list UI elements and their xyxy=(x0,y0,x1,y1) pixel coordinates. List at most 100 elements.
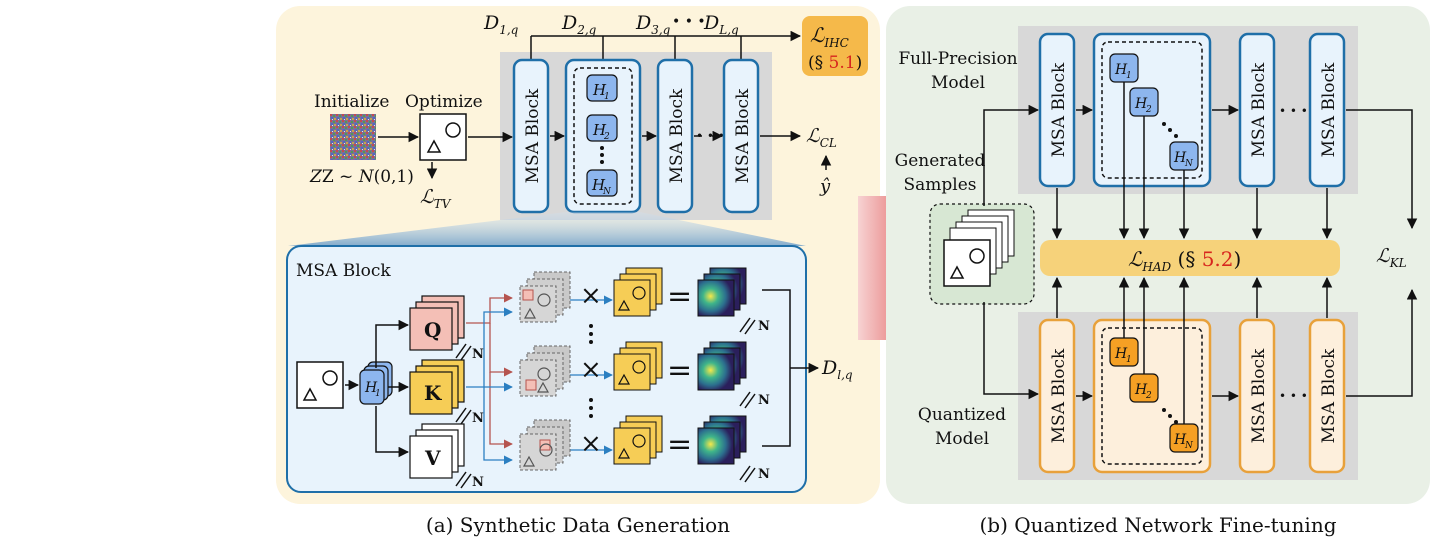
svg-text:N: N xyxy=(602,187,612,197)
q-msa-block-3: MSA Block xyxy=(1238,318,1276,474)
attention-output-1 xyxy=(697,267,747,317)
value-stack-1 xyxy=(613,267,663,317)
svg-text:MSA Block: MSA Block xyxy=(1249,62,1269,157)
generated-samples-stack xyxy=(943,209,1015,287)
ihc-section-ref: (§ 5.1) xyxy=(808,53,862,73)
d2-label: D2,q xyxy=(561,12,597,37)
fp-to-had-arrows xyxy=(1051,82,1333,240)
svg-text:MSA Block: MSA Block xyxy=(1249,348,1269,443)
noise-image xyxy=(330,114,376,160)
svg-text:V: V xyxy=(424,446,441,470)
svg-text:2: 2 xyxy=(1145,391,1152,401)
svg-text:1: 1 xyxy=(1126,71,1132,81)
svg-text:2: 2 xyxy=(1145,105,1152,115)
n-marks-qkv xyxy=(455,343,472,489)
masked-samples-row-2 xyxy=(519,345,571,397)
svg-text:Q: Q xyxy=(424,318,441,342)
svg-text:2: 2 xyxy=(603,132,610,142)
caption-a: (a) Synthetic Data Generation xyxy=(426,513,730,537)
detail-head-h1: H1 xyxy=(359,361,393,405)
svg-text:MSA Block: MSA Block xyxy=(1319,62,1339,157)
msa-block-l: MSA Block xyxy=(722,58,760,214)
k-matrix-stack: K xyxy=(409,359,465,415)
zoom-indicator xyxy=(288,212,806,246)
generated-label-line1: Generated xyxy=(895,151,986,171)
svg-text:N: N xyxy=(1184,159,1194,169)
value-stack-3 xyxy=(613,415,663,465)
q-head-hn: HN xyxy=(1169,423,1199,453)
v-count-n: N xyxy=(472,475,484,490)
svg-text:MSA Block: MSA Block xyxy=(733,88,753,183)
masked-samples-row-1 xyxy=(519,271,571,323)
had-loss-label: ℒHAD (§ 5.2) xyxy=(1128,247,1241,274)
qkv-branch-lines xyxy=(375,319,410,458)
dlq-output-label: Dl,q xyxy=(821,357,853,382)
fp-model-label-line2: Model xyxy=(931,73,985,93)
fp-block-ellipsis: • • • xyxy=(1279,104,1308,118)
detail-circle-icon xyxy=(322,370,338,386)
head-h2: H2 xyxy=(586,114,618,142)
q-output-to-kl xyxy=(1346,288,1418,397)
svg-text:H: H xyxy=(1134,382,1148,398)
row-ellipsis-2 xyxy=(589,398,593,418)
had-loss-bar xyxy=(1040,240,1340,276)
fp-msa-block-l: MSA Block xyxy=(1308,32,1346,188)
q-count-n: N xyxy=(472,347,484,362)
d-ellipsis: • • • xyxy=(672,14,706,30)
multiply-sign-1: × xyxy=(580,281,602,311)
multiply-sign-2: × xyxy=(580,355,602,385)
svg-text:H: H xyxy=(364,380,378,396)
svg-text:N: N xyxy=(1184,441,1194,451)
msa-detail-title: MSA Block xyxy=(296,261,391,281)
v-matrix-stack: V xyxy=(409,423,465,479)
svg-text:H: H xyxy=(1173,432,1187,448)
svg-text:MSA Block: MSA Block xyxy=(1319,348,1339,443)
svg-text:H: H xyxy=(591,176,606,194)
svg-text:H: H xyxy=(1114,62,1128,78)
attn-count-n-1: N xyxy=(758,319,770,334)
fp-msa-block-3: MSA Block xyxy=(1238,32,1276,188)
triangle-icon xyxy=(426,139,442,153)
msa-block-3: MSA Block xyxy=(656,58,694,214)
svg-text:1: 1 xyxy=(375,389,381,399)
svg-text:MSA Block: MSA Block xyxy=(1049,62,1069,157)
q-head-h1: H1 xyxy=(1109,337,1139,367)
msa-block-1: MSA Block xyxy=(512,58,550,214)
d3-label: D3,q xyxy=(635,12,671,37)
svg-text:H: H xyxy=(592,81,607,99)
detail-input-image xyxy=(296,361,344,409)
sample-routing xyxy=(983,104,1040,400)
q-msa-block-l: MSA Block xyxy=(1308,318,1346,474)
svg-text:H: H xyxy=(1134,96,1148,112)
q-head-h2: H2 xyxy=(1129,373,1159,403)
value-stack-2 xyxy=(613,341,663,391)
masked-samples-row-3 xyxy=(519,419,571,471)
sample-image-box xyxy=(419,113,467,161)
head-h1: H1 xyxy=(586,74,618,102)
multiply-sign-3: × xyxy=(580,429,602,459)
svg-text:H: H xyxy=(592,121,607,139)
svg-text:MSA Block: MSA Block xyxy=(1049,348,1069,443)
ihc-loss-box xyxy=(802,16,868,76)
optimize-label: Optimize xyxy=(405,92,483,112)
k-count-n: N xyxy=(472,411,484,426)
fp-head-ellipsis xyxy=(1162,122,1178,138)
fp-msa-block-1: MSA Block xyxy=(1038,32,1076,188)
z-distribution-label: ZZ ~ N(0,1) xyxy=(309,167,414,187)
svg-text:MSA Block: MSA Block xyxy=(523,88,543,183)
d1-label: D1,q xyxy=(483,12,519,37)
attn-count-n-2: N xyxy=(758,393,770,408)
ihc-loss-label: ℒIHC xyxy=(810,23,849,50)
fp-output-to-kl xyxy=(1346,109,1418,230)
svg-text:MSA Block: MSA Block xyxy=(667,88,687,183)
n-marks-attention xyxy=(739,317,756,483)
row-ellipsis-1 xyxy=(589,324,593,344)
key-routing-lines xyxy=(466,307,513,465)
y-hat-label: ŷ xyxy=(819,176,831,197)
fp-model-label-line1: Full-Precision xyxy=(898,49,1017,69)
q-head-ellipsis xyxy=(1162,408,1178,424)
equals-sign-2: = xyxy=(667,353,692,388)
equals-sign-1: = xyxy=(667,279,692,314)
attention-output-2 xyxy=(697,341,747,391)
